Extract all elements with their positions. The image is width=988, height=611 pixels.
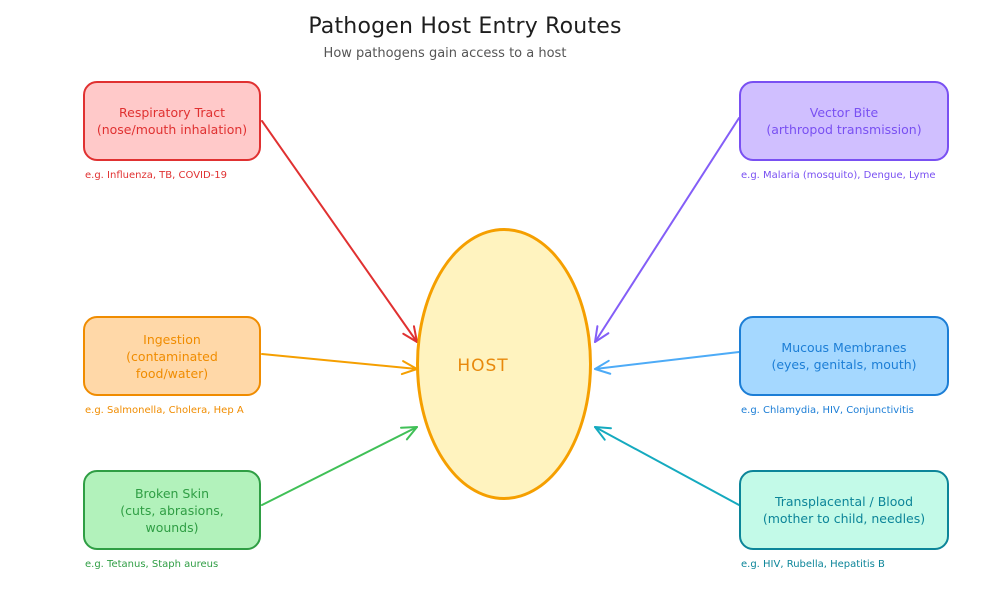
route-detail: (eyes, genitals, mouth)	[771, 357, 917, 372]
arrowhead-broken-skin	[400, 426, 418, 441]
route-detail-2: food/water)	[135, 365, 209, 381]
arrow-mucous-membranes	[594, 351, 740, 370]
route-box-vector-bite: Vector Bite (arthropod transmission)	[739, 81, 949, 161]
route-example-mucous-membranes: e.g. Chlamydia, HIV, Conjunctivitis	[741, 405, 914, 416]
route-box-transplacental: Transplacental / Blood (mother to child,…	[739, 470, 949, 550]
arrowhead-mucous-membranes	[594, 359, 612, 375]
route-detail: (contaminated	[126, 348, 218, 364]
arrowhead-transplacental	[594, 426, 612, 441]
route-title: Respiratory Tract	[119, 105, 225, 120]
route-title: Ingestion	[143, 331, 201, 347]
route-title: Broken Skin	[134, 485, 210, 501]
arrow-vector-bite	[594, 117, 740, 343]
route-example-respiratory: e.g. Influenza, TB, COVID-19	[85, 170, 228, 181]
route-example-vector-bite: e.g. Malaria (mosquito), Dengue, Lyme	[741, 170, 936, 181]
route-box-respiratory: Respiratory Tract (nose/mouth inhalation…	[83, 81, 261, 161]
route-title: Mucous Membranes	[781, 340, 907, 355]
diagram-title: Pathogen Host Entry Routes	[308, 14, 622, 39]
route-example-ingestion: e.g. Salmonella, Cholera, Hep A	[85, 405, 244, 416]
arrowhead-vector-bite	[594, 325, 610, 343]
route-example-broken-skin: e.g. Tetanus, Staph aureus	[85, 559, 219, 570]
arrow-broken-skin	[261, 426, 418, 506]
route-example-transplacental: e.g. HIV, Rubella, Hepatitis B	[741, 559, 885, 570]
arrow-ingestion	[261, 353, 418, 370]
arrow-transplacental	[594, 426, 740, 506]
route-detail: (arthropod transmission)	[766, 122, 922, 137]
host-label: HOST	[457, 356, 509, 376]
route-title: Vector Bite	[809, 105, 879, 120]
route-title: Transplacental / Blood	[774, 494, 914, 509]
route-detail: (nose/mouth inhalation)	[96, 122, 248, 137]
diagram-subtitle: How pathogens gain access to a host	[323, 46, 567, 61]
route-detail: (mother to child, needles)	[762, 511, 926, 526]
host-ellipse	[416, 228, 592, 500]
route-box-broken-skin: Broken Skin (cuts, abrasions, wounds)	[83, 470, 261, 550]
arrowhead-respiratory	[402, 325, 418, 343]
arrow-respiratory	[261, 120, 418, 343]
route-detail: (cuts, abrasions, wounds)	[120, 502, 224, 535]
route-box-mucous-membranes: Mucous Membranes (eyes, genitals, mouth)	[739, 316, 949, 396]
route-box-ingestion: Ingestion (contaminated food/water)	[83, 316, 261, 396]
